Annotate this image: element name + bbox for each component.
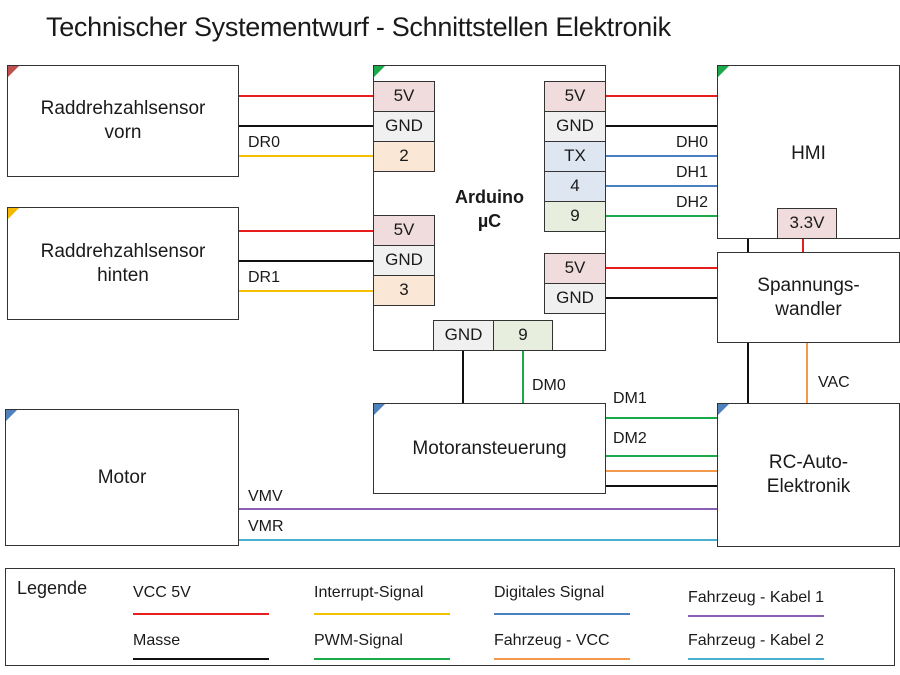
legend-label-pwm: PWM-Signal — [314, 632, 403, 649]
motor-control-block: Motoransteuerung — [373, 403, 606, 494]
legend-label-interrupt: Interrupt-Signal — [314, 584, 424, 601]
wire-label-vmr: VMR — [248, 518, 284, 535]
legend-line-vehicle-cable-2 — [688, 658, 824, 660]
pin-9: 9 — [544, 201, 606, 232]
sensor-rear-label: Raddrehzahlsensor hinten — [40, 240, 206, 286]
corner-marker-blue — [718, 404, 729, 415]
hmi-label: HMI — [791, 143, 826, 164]
wire-label-dh2: DH2 — [676, 194, 709, 211]
corner-marker-green — [374, 66, 385, 77]
pin-5v: 5V — [544, 81, 606, 112]
corner-marker-red — [8, 66, 19, 77]
pin-5v: 5V — [373, 81, 435, 112]
pin-gnd: GND — [544, 111, 606, 142]
legend-label-digital: Digitales Signal — [494, 584, 605, 601]
converter-label: Spannungs- wandler — [757, 274, 860, 320]
legend-line-vehicle-cable-1 — [688, 615, 824, 617]
pin-gnd: GND — [373, 245, 435, 276]
corner-marker-blue — [374, 404, 385, 415]
pin-5v: 5V — [373, 215, 435, 246]
corner-marker-green — [718, 66, 729, 77]
pin-3: 3 — [373, 275, 435, 306]
arduino-label: Arduino µC — [455, 187, 524, 231]
wire-label-dm0: DM0 — [532, 377, 566, 394]
motor-label: Motor — [97, 466, 147, 488]
converter-block: Spannungs- wandler — [717, 252, 900, 343]
sensor-rear-block: Raddrehzahlsensor hinten — [7, 207, 239, 320]
legend-label-vehicle-cable-2: Fahrzeug - Kabel 2 — [688, 632, 825, 649]
pin-4: 4 — [544, 171, 606, 202]
legend-label-vehicle-vcc: Fahrzeug - VCC — [494, 632, 610, 649]
wire-label-dh0: DH0 — [676, 134, 709, 151]
rc-electronics-block: RC-Auto- Elektronik — [717, 403, 900, 547]
rc-electronics-label: RC-Auto- Elektronik — [766, 452, 851, 497]
legend-line-pwm — [314, 658, 450, 660]
pin-9: 9 — [493, 320, 553, 351]
motor-block: Motor — [5, 409, 239, 546]
wire-label-dm2: DM2 — [613, 430, 647, 447]
wire-label-dr0: DR0 — [248, 134, 281, 151]
pin-gnd: GND — [544, 283, 606, 314]
pin-5v: 5V — [544, 253, 606, 284]
wire-label-dh1: DH1 — [676, 164, 709, 181]
pin-2: 2 — [373, 141, 435, 172]
wire-label-dr1: DR1 — [248, 269, 281, 286]
legend-title: Legende — [17, 578, 88, 598]
legend-line-vcc-5v — [133, 613, 269, 615]
legend-line-masse — [133, 658, 269, 660]
wire-label-vmv: VMV — [248, 488, 283, 505]
legend-line-interrupt — [314, 613, 450, 615]
sensor-front-block: Raddrehzahlsensor vorn — [7, 65, 239, 177]
pin-gnd: GND — [373, 111, 435, 142]
corner-marker-yellow — [8, 208, 19, 219]
legend-line-vehicle-vcc — [494, 658, 630, 660]
sensor-front-label: Raddrehzahlsensor vorn — [40, 98, 206, 143]
diagram-title: Technischer Systementwurf - Schnittstell… — [46, 12, 671, 42]
legend-line-digital — [494, 613, 630, 615]
motor-control-label: Motoransteuerung — [412, 437, 567, 459]
wire-label-dm1: DM1 — [613, 390, 647, 407]
wire-label-vac: VAC — [818, 374, 850, 391]
corner-marker-blue — [6, 410, 17, 421]
pin-gnd: GND — [433, 320, 494, 351]
legend-label-masse: Masse — [133, 632, 181, 649]
legend: Legende VCC 5V Masse Interrupt-Signal PW… — [5, 568, 895, 666]
pin-3v3: 3.3V — [777, 208, 837, 239]
pin-tx: TX — [544, 141, 606, 172]
legend-label-vcc-5v: VCC 5V — [133, 584, 191, 601]
legend-label-vehicle-cable-1: Fahrzeug - Kabel 1 — [688, 589, 825, 606]
